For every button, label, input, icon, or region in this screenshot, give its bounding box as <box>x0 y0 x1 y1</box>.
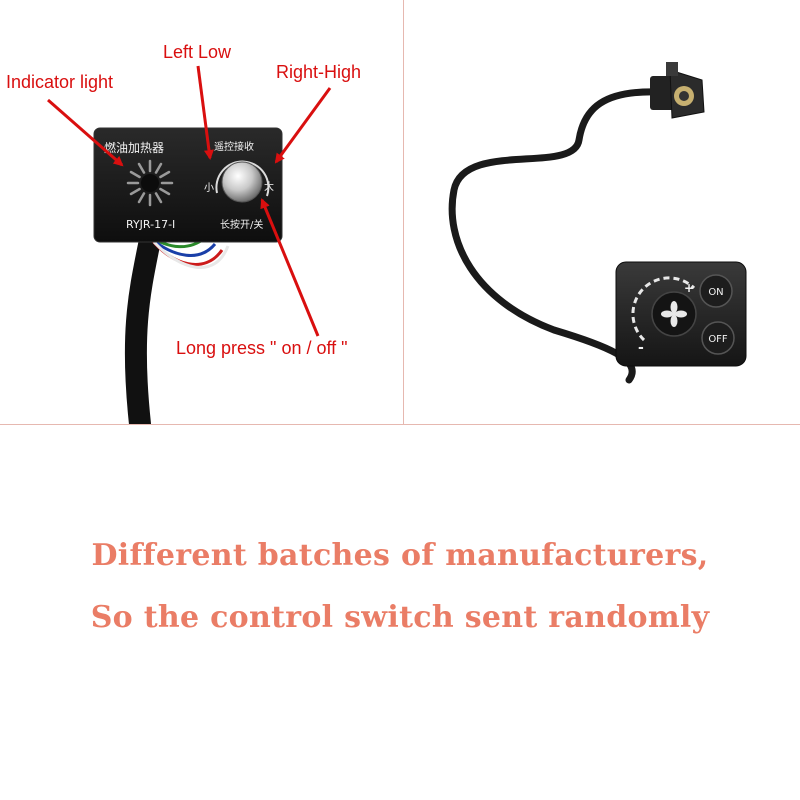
fan-icon <box>661 301 687 327</box>
arrow-icon <box>47 98 124 167</box>
cable <box>448 88 663 384</box>
arrow-icon <box>274 87 332 164</box>
device-model: RYJR-17-I <box>126 218 175 231</box>
on-button[interactable]: ON <box>699 274 733 308</box>
off-button-label: OFF <box>708 334 728 345</box>
vertical-divider <box>403 0 404 425</box>
off-button[interactable]: OFF <box>701 321 735 355</box>
long-press-label: Long press " on / off " <box>176 338 348 358</box>
minus-label: - <box>638 340 644 356</box>
device-remote-label: 遥控接收 <box>214 140 254 153</box>
on-button-label: ON <box>708 287 723 298</box>
left-product-panel: 燃油加热器 遥控接收 小 大 RYJR-17-I 长按开/关 Indicator… <box>0 0 403 435</box>
cable <box>124 229 230 435</box>
heater-controller-body <box>94 128 282 242</box>
plus-label: + <box>684 281 694 295</box>
device-title: 燃油加热器 <box>104 140 164 155</box>
left-device-photo: 燃油加热器 遥控接收 小 大 RYJR-17-I 长按开/关 <box>47 65 332 435</box>
connector-plug <box>650 62 705 119</box>
caption-line-2: So the control switch sent randomly <box>90 600 710 635</box>
right-device-photo: + - ON OFF <box>448 62 747 384</box>
caption-line-1: Different batches of manufacturers, <box>91 538 709 573</box>
rotary-knob[interactable] <box>222 162 262 202</box>
right-high-label: Right-High <box>276 62 362 82</box>
indicator-light <box>126 159 174 207</box>
device-small-label: 小 <box>204 182 214 194</box>
device-power-label: 长按开/关 <box>220 218 263 231</box>
arrow-icon <box>260 198 320 337</box>
indicator-light-label: Indicator light <box>6 72 114 92</box>
arrow-icon <box>196 65 214 160</box>
left-low-label: Left Low <box>163 42 232 62</box>
horizontal-divider <box>0 424 800 425</box>
right-product-panel: + - ON OFF <box>404 0 800 424</box>
